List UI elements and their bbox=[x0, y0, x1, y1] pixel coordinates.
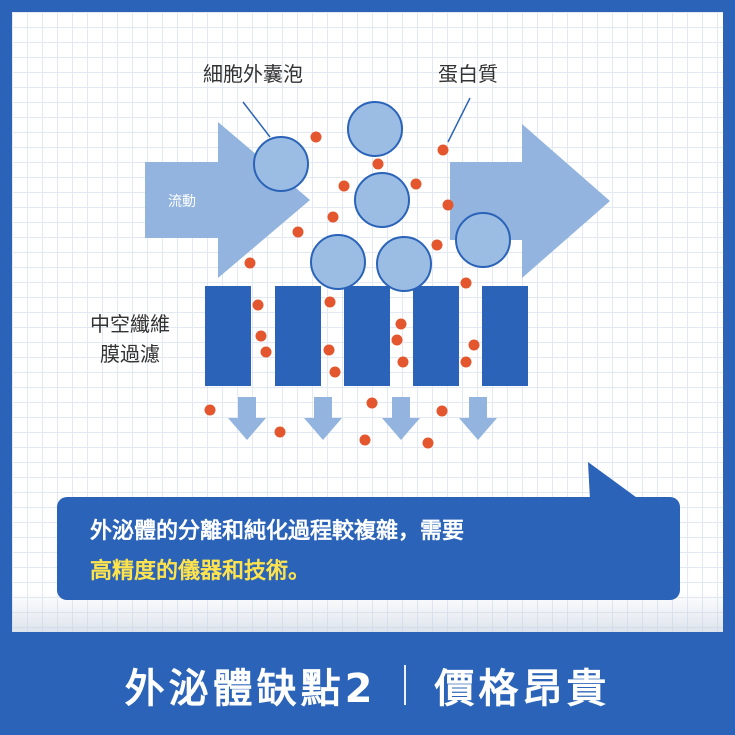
protein-dot bbox=[329, 366, 341, 378]
diagram-svg: 流動 細胞外囊泡 蛋白質 bbox=[57, 62, 680, 600]
protein-dot bbox=[422, 437, 434, 449]
membrane-bar bbox=[482, 286, 528, 386]
membrane-bar bbox=[275, 286, 321, 386]
protein-dot bbox=[395, 318, 407, 330]
protein-dot bbox=[327, 211, 339, 223]
flow-label: 流動 bbox=[168, 194, 196, 210]
protein-dot bbox=[468, 339, 480, 351]
protein-dot bbox=[366, 397, 378, 409]
down-arrow bbox=[304, 397, 342, 440]
down-arrows bbox=[228, 397, 497, 440]
footer-title: 外泌體缺點2 bbox=[124, 666, 377, 712]
membrane-bars bbox=[205, 286, 528, 386]
membrane-bar bbox=[205, 286, 251, 386]
down-arrow bbox=[228, 397, 266, 440]
protein-dot bbox=[244, 257, 256, 269]
callout-line1: 外泌體的分離和純化過程較複雜，需要 bbox=[90, 518, 464, 544]
flow-arrow-left bbox=[145, 122, 310, 278]
vesicles bbox=[253, 101, 511, 292]
membrane-bar bbox=[344, 286, 390, 386]
vesicle bbox=[310, 234, 366, 290]
vesicle bbox=[354, 172, 410, 228]
protein-dot bbox=[274, 426, 286, 438]
protein-dot bbox=[431, 239, 443, 251]
proteins bbox=[204, 131, 480, 449]
footer-banner: 外泌體缺點2 價格昂貴 bbox=[0, 635, 735, 735]
protein-dot bbox=[310, 131, 322, 143]
protein-dot bbox=[410, 178, 422, 190]
protein-dot bbox=[252, 299, 264, 311]
membrane-label-line1: 中空纖維 bbox=[90, 312, 170, 336]
protein-label: 蛋白質 bbox=[438, 62, 498, 86]
protein-dot bbox=[442, 199, 454, 211]
protein-dot bbox=[436, 405, 448, 417]
protein-dot bbox=[391, 334, 403, 346]
protein-dot bbox=[255, 330, 267, 342]
protein-dot bbox=[323, 344, 335, 356]
vesicle-pointer bbox=[242, 101, 271, 138]
protein-pointer bbox=[447, 97, 471, 143]
membrane-label-line2: 膜過濾 bbox=[100, 342, 160, 366]
callout-tail bbox=[588, 462, 640, 500]
callout-line2: 高精度的儀器和技術。 bbox=[90, 558, 310, 584]
protein-dot bbox=[460, 356, 472, 368]
protein-dot bbox=[372, 158, 384, 170]
membrane-bar bbox=[413, 286, 459, 386]
vesicle-label: 細胞外囊泡 bbox=[203, 62, 303, 86]
footer-subtitle: 價格昂貴 bbox=[434, 666, 611, 712]
vesicle bbox=[376, 236, 432, 292]
protein-dot bbox=[359, 434, 371, 446]
vesicle bbox=[455, 212, 511, 268]
vesicle bbox=[347, 101, 403, 157]
protein-dot bbox=[324, 296, 336, 308]
down-arrow bbox=[459, 397, 497, 440]
callout-box bbox=[57, 497, 680, 600]
vesicle bbox=[253, 136, 309, 192]
protein-dot bbox=[204, 404, 216, 416]
protein-dot bbox=[460, 277, 472, 289]
protein-dot bbox=[437, 144, 449, 156]
down-arrow bbox=[382, 397, 420, 440]
callout-bubble: 外泌體的分離和純化過程較複雜，需要 高精度的儀器和技術。 bbox=[57, 462, 680, 600]
protein-dot bbox=[338, 180, 350, 192]
protein-dot bbox=[397, 356, 409, 368]
protein-dot bbox=[292, 226, 304, 238]
protein-dot bbox=[260, 346, 272, 358]
footer-separator bbox=[404, 665, 407, 705]
